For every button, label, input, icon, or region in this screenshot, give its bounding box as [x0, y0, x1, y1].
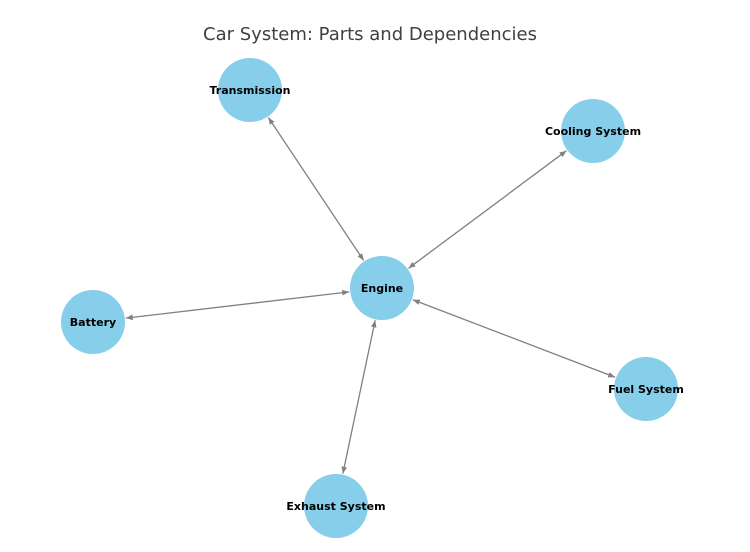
node-circle	[304, 474, 368, 538]
node-label: Battery	[70, 316, 116, 329]
node-transmission: Transmission	[209, 58, 291, 122]
node-circle	[61, 290, 125, 354]
node-circle	[561, 99, 625, 163]
edge-engine-battery	[125, 289, 350, 321]
node-label: Fuel System	[608, 383, 684, 396]
node-label: Cooling System	[545, 125, 641, 138]
edge-engine-cooling	[408, 150, 567, 269]
node-battery: Battery	[61, 290, 125, 354]
node-circle	[218, 58, 282, 122]
edge-engine-transmission	[267, 117, 365, 261]
node-fuel: Fuel System	[608, 357, 684, 421]
node-engine: Engine	[350, 256, 414, 320]
node-circle	[350, 256, 414, 320]
edge-engine-exhaust	[341, 320, 377, 474]
node-cooling: Cooling System	[545, 99, 641, 163]
node-circle	[614, 357, 678, 421]
node-label: Transmission	[209, 84, 290, 97]
chart-title: Car System: Parts and Dependencies	[203, 24, 537, 45]
node-exhaust: Exhaust System	[286, 474, 386, 538]
edges-layer	[125, 117, 616, 474]
node-label: Exhaust System	[286, 500, 385, 513]
edge-engine-fuel	[412, 299, 616, 378]
node-label: Engine	[361, 282, 403, 295]
